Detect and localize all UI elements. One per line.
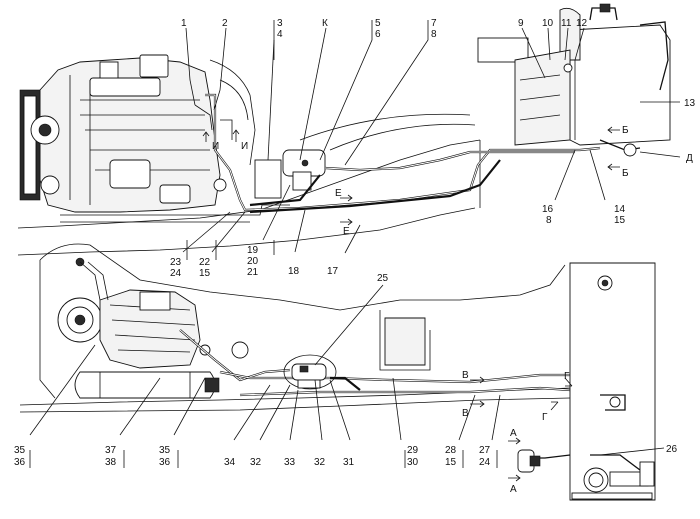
callout-28: 28 bbox=[445, 445, 457, 456]
engine-assembly bbox=[19, 54, 256, 213]
callout-2: 2 bbox=[222, 18, 228, 29]
callout-35: 35 bbox=[14, 445, 26, 456]
lower-leader-lines bbox=[29, 284, 665, 468]
callout-18: 18 bbox=[288, 266, 300, 277]
callout-32-b: 32 bbox=[314, 457, 326, 468]
callout-13: 13 bbox=[684, 98, 696, 109]
upper-leader-lines bbox=[182, 20, 681, 260]
callout-14: 14 bbox=[614, 204, 626, 215]
section-mark-g-lower: Г bbox=[542, 412, 548, 423]
upper-fuel-lines bbox=[194, 93, 601, 214]
section-mark-i-left: И bbox=[212, 141, 219, 152]
callout-19: 19 bbox=[247, 245, 259, 256]
callout-11: 11 bbox=[561, 18, 572, 29]
section-mark-v-upper: В bbox=[462, 370, 469, 381]
callout-k: К bbox=[322, 18, 328, 29]
callout-15: 15 bbox=[614, 215, 626, 226]
callout-24-b: 24 bbox=[479, 457, 491, 468]
callout-6: 6 bbox=[375, 29, 381, 40]
callout-3: 3 bbox=[277, 18, 283, 29]
callout-9: 9 bbox=[518, 18, 524, 29]
section-mark-i-right: И bbox=[241, 141, 248, 152]
callout-27: 27 bbox=[479, 445, 491, 456]
fuel-filter-upper bbox=[282, 149, 326, 191]
callout-22: 22 bbox=[199, 257, 211, 268]
callout-25: 25 bbox=[377, 273, 389, 284]
bracket-plate bbox=[254, 159, 282, 199]
fuel-sensor-detail bbox=[517, 449, 541, 473]
section-letter-labels: И И Б Б Е Е В В Г Г А А bbox=[212, 125, 629, 495]
callout-12: 12 bbox=[576, 18, 588, 29]
callout-15-c: 15 bbox=[445, 457, 457, 468]
lower-fuel-tank bbox=[569, 262, 656, 501]
callout-37: 37 bbox=[105, 445, 117, 456]
callout-4: 4 bbox=[277, 29, 283, 40]
callout-10: 10 bbox=[542, 18, 554, 29]
section-mark-e-lower: Е bbox=[343, 226, 350, 237]
section-mark-b-lower: Б bbox=[622, 168, 629, 179]
callout-d: Д bbox=[686, 153, 693, 164]
lower-fuel-filter bbox=[283, 354, 337, 390]
callout-1: 1 bbox=[181, 18, 187, 29]
callout-32: 32 bbox=[250, 457, 262, 468]
callout-5: 5 bbox=[375, 18, 381, 29]
section-mark-v-lower: В bbox=[462, 408, 469, 419]
callout-15-b: 15 bbox=[199, 268, 211, 279]
upper-view bbox=[17, 3, 681, 260]
callout-16: 16 bbox=[542, 204, 554, 215]
callout-30: 30 bbox=[407, 457, 419, 468]
callout-36-b: 36 bbox=[159, 457, 171, 468]
section-mark-e-upper: Е bbox=[335, 188, 342, 199]
upper-section-marks bbox=[202, 126, 620, 226]
callout-38: 38 bbox=[105, 457, 117, 468]
callout-24: 24 bbox=[170, 268, 182, 279]
lower-view bbox=[19, 243, 665, 501]
callout-23: 23 bbox=[170, 257, 182, 268]
lower-frame-outline bbox=[19, 243, 571, 413]
callout-31: 31 bbox=[343, 457, 355, 468]
callout-8-lower: 8 bbox=[546, 215, 552, 226]
callout-21: 21 bbox=[247, 267, 259, 278]
callout-34: 34 bbox=[224, 457, 236, 468]
callout-20: 20 bbox=[247, 256, 259, 267]
callout-36: 36 bbox=[14, 457, 26, 468]
section-mark-a-lower: А bbox=[510, 484, 517, 495]
callout-33: 33 bbox=[284, 457, 296, 468]
callout-labels: 1 2 3 4 К 5 6 7 8 9 10 11 12 13 Д 16 8 1… bbox=[14, 18, 696, 468]
callout-8: 8 bbox=[431, 29, 437, 40]
lower-engine-assembly bbox=[57, 257, 249, 369]
section-mark-a-upper: А bbox=[510, 428, 517, 439]
lower-cylinder bbox=[74, 371, 220, 399]
lower-section-marks bbox=[470, 376, 573, 482]
fuel-tank-upper bbox=[477, 3, 671, 157]
section-mark-g-upper: Г bbox=[564, 371, 570, 382]
callout-7: 7 bbox=[431, 18, 437, 29]
callout-29: 29 bbox=[407, 445, 419, 456]
callout-17: 17 bbox=[327, 266, 339, 277]
section-mark-b-upper: Б bbox=[622, 125, 629, 136]
callout-35-b: 35 bbox=[159, 445, 171, 456]
callout-26: 26 bbox=[666, 444, 678, 455]
